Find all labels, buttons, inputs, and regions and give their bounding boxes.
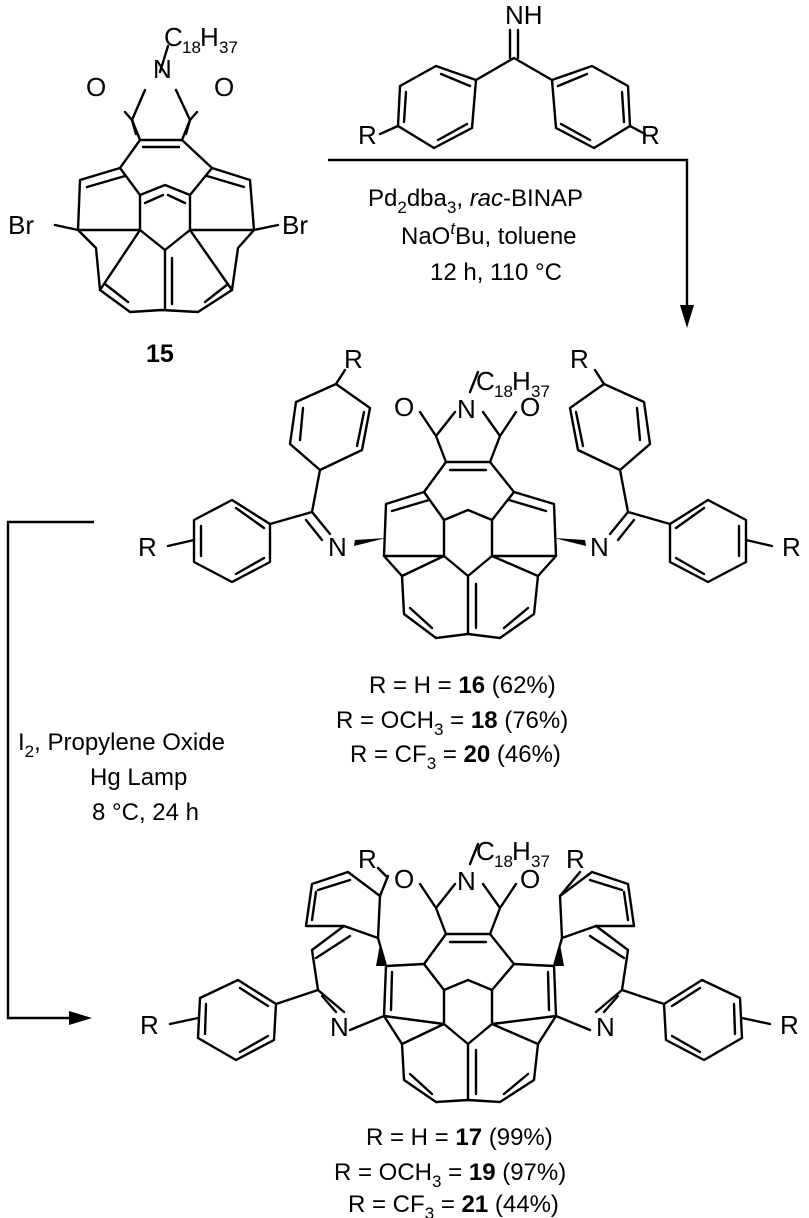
svg-text:C: C [164,22,183,52]
compound-15-structure: N O O Br Br C 18 H 37 15 [8,22,308,368]
atom-O: O [86,72,106,102]
atom-R: R [641,120,660,150]
svg-text:18: 18 [182,38,201,57]
atom-R: R [780,1010,799,1040]
imine-reagent-structure: NH R R [358,0,660,150]
svg-text:Pd2dba3, rac-BINAP: Pd2dba3, rac-BINAP [368,185,583,217]
svg-text:R = H = 17 (99%): R = H = 17 (99%) [366,1124,553,1151]
compound-17-structure: C 18 H 37 N O O N R [140,836,799,1104]
results-final: R = H = 17 (99%) R = OCH3 = 19 (97%) R =… [334,1124,566,1218]
svg-text:37: 37 [531,852,550,871]
svg-text:18: 18 [494,852,513,871]
atom-R: R [782,532,801,562]
svg-text:C: C [476,366,495,396]
svg-text:I2, Propylene Oxide: I2, Propylene Oxide [18,729,225,761]
svg-text:H: H [512,366,531,396]
svg-text:NaOtBu, toluene: NaOtBu, toluene [401,219,577,250]
svg-text:37: 37 [531,382,550,401]
atom-NH: NH [505,0,543,30]
svg-text:37: 37 [219,38,238,57]
atom-O: O [394,864,414,894]
atom-N: N [328,532,347,562]
svg-text:H: H [200,22,219,52]
atom-N: N [457,394,476,424]
svg-text:R = CF3 = 21 (44%): R = CF3 = 21 (44%) [348,1191,559,1218]
chain-label: C 18 H 37 [476,366,550,401]
atom-N: N [590,532,609,562]
atom-O: O [394,392,414,422]
svg-text:R = OCH3 = 18 (76%): R = OCH3 = 18 (76%) [336,707,568,739]
svg-text:Hg Lamp: Hg Lamp [90,764,187,791]
results-intermediate: R = H = 16 (62%) R = OCH3 = 18 (76%) R =… [336,672,568,773]
svg-text:R = OCH3 = 19 (97%): R = OCH3 = 19 (97%) [334,1159,566,1191]
chain-label: C 18 H 37 [164,22,238,57]
svg-text:C: C [476,836,495,866]
atom-R: R [358,844,377,874]
atom-Br: Br [282,210,308,240]
reaction-arrow-step2 [6,520,94,1025]
atom-Br: Br [8,210,34,240]
svg-text:12 h, 110 °C: 12 h, 110 °C [430,259,562,286]
atom-N: N [596,1012,615,1042]
atom-N: N [330,1012,349,1042]
conditions-step2: I2, Propylene Oxide Hg Lamp 8 °C, 24 h [18,729,225,826]
atom-R: R [140,1010,159,1040]
reaction-arrow-step1 [328,158,694,328]
atom-O: O [214,72,234,102]
atom-R: R [138,532,157,562]
svg-text:8 °C, 24 h: 8 °C, 24 h [92,799,199,826]
compound-16-structure: C 18 H 37 N O O N N R [138,344,801,640]
svg-text:R = H = 16 (62%): R = H = 16 (62%) [369,672,556,699]
svg-text:18: 18 [494,382,513,401]
atom-R: R [344,344,363,374]
atom-N: N [457,866,476,896]
conditions-step1: Pd2dba3, rac-BINAP NaOtBu, toluene 12 h,… [368,185,583,286]
atom-R: R [566,844,585,874]
chain-label: C 18 H 37 [476,836,550,871]
atom-N: N [153,54,172,84]
svg-text:H: H [512,836,531,866]
atom-R: R [570,344,589,374]
compound-label-15: 15 [146,340,174,368]
svg-text:R = CF3 = 20 (46%): R = CF3 = 20 (46%) [350,741,561,773]
atom-O: O [520,392,540,422]
atom-R: R [358,120,377,150]
atom-O: O [520,864,540,894]
